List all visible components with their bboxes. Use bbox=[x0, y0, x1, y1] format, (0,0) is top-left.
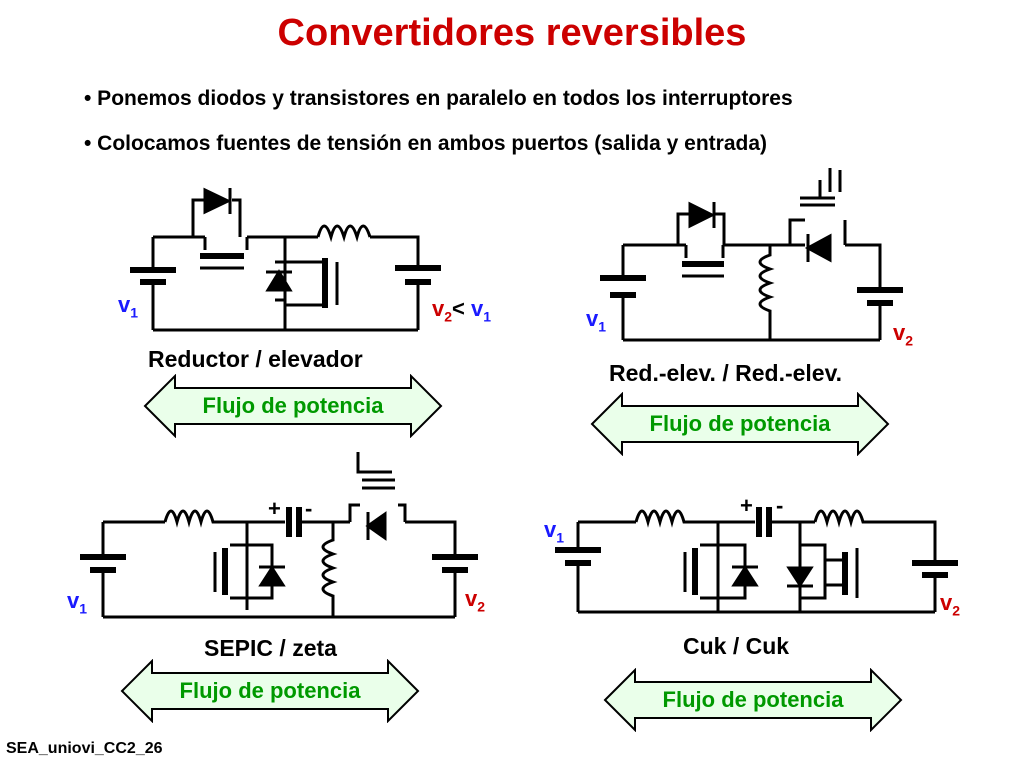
circuit-sepic-zeta bbox=[80, 452, 478, 619]
bullet-1: • Ponemos diodos y transistores en paral… bbox=[84, 87, 793, 110]
cap-minus-sepic: - bbox=[305, 496, 313, 521]
power-flow-arrow-2: Flujo de potencia bbox=[590, 391, 890, 457]
power-flow-label-4: Flujo de potencia bbox=[662, 687, 844, 712]
cap-plus-cuk: + bbox=[740, 493, 753, 518]
v1-label-c1: v1 bbox=[118, 292, 139, 321]
v2-label-c1: v2< v1 bbox=[432, 296, 492, 325]
v1-label-c3: v1 bbox=[67, 588, 88, 617]
circuit-red-elev bbox=[600, 168, 903, 342]
power-flow-label-3: Flujo de potencia bbox=[179, 678, 361, 703]
bullet-2: • Colocamos fuentes de tensión en ambos … bbox=[84, 132, 768, 155]
cap-minus-cuk: - bbox=[776, 493, 784, 518]
v1-label-c4: v1 bbox=[544, 517, 565, 546]
caption-cuk: Cuk / Cuk bbox=[683, 633, 790, 659]
v2-label-c2: v2 bbox=[893, 320, 914, 349]
caption-reductor-elevador: Reductor / elevador bbox=[148, 346, 363, 372]
double-arrow-icon bbox=[603, 667, 903, 733]
v2-label-c3: v2 bbox=[465, 586, 486, 615]
power-flow-arrow-4: Flujo de potencia bbox=[603, 667, 903, 733]
caption-red-elev: Red.-elev. / Red.-elev. bbox=[609, 360, 843, 386]
circuit-reductor-elevador bbox=[130, 187, 441, 332]
power-flow-arrow-3: Flujo de potencia bbox=[120, 658, 420, 724]
v1-label-c2: v1 bbox=[586, 306, 607, 335]
caption-sepic-zeta: SEPIC / zeta bbox=[204, 635, 337, 661]
double-arrow-icon bbox=[120, 658, 420, 724]
circuit-cuk bbox=[555, 507, 958, 614]
double-arrow-icon bbox=[590, 391, 890, 457]
double-arrow-icon bbox=[143, 373, 443, 439]
v2-label-c4: v2 bbox=[940, 590, 961, 619]
power-flow-label-2: Flujo de potencia bbox=[649, 411, 831, 436]
footer-code: SEA_uniovi_CC2_26 bbox=[6, 740, 163, 757]
power-flow-arrow-1: Flujo de potencia bbox=[143, 373, 443, 439]
power-flow-label-1: Flujo de potencia bbox=[202, 393, 384, 418]
cap-plus-sepic: + bbox=[268, 496, 281, 521]
slide-title: Convertidores reversibles bbox=[277, 12, 747, 54]
